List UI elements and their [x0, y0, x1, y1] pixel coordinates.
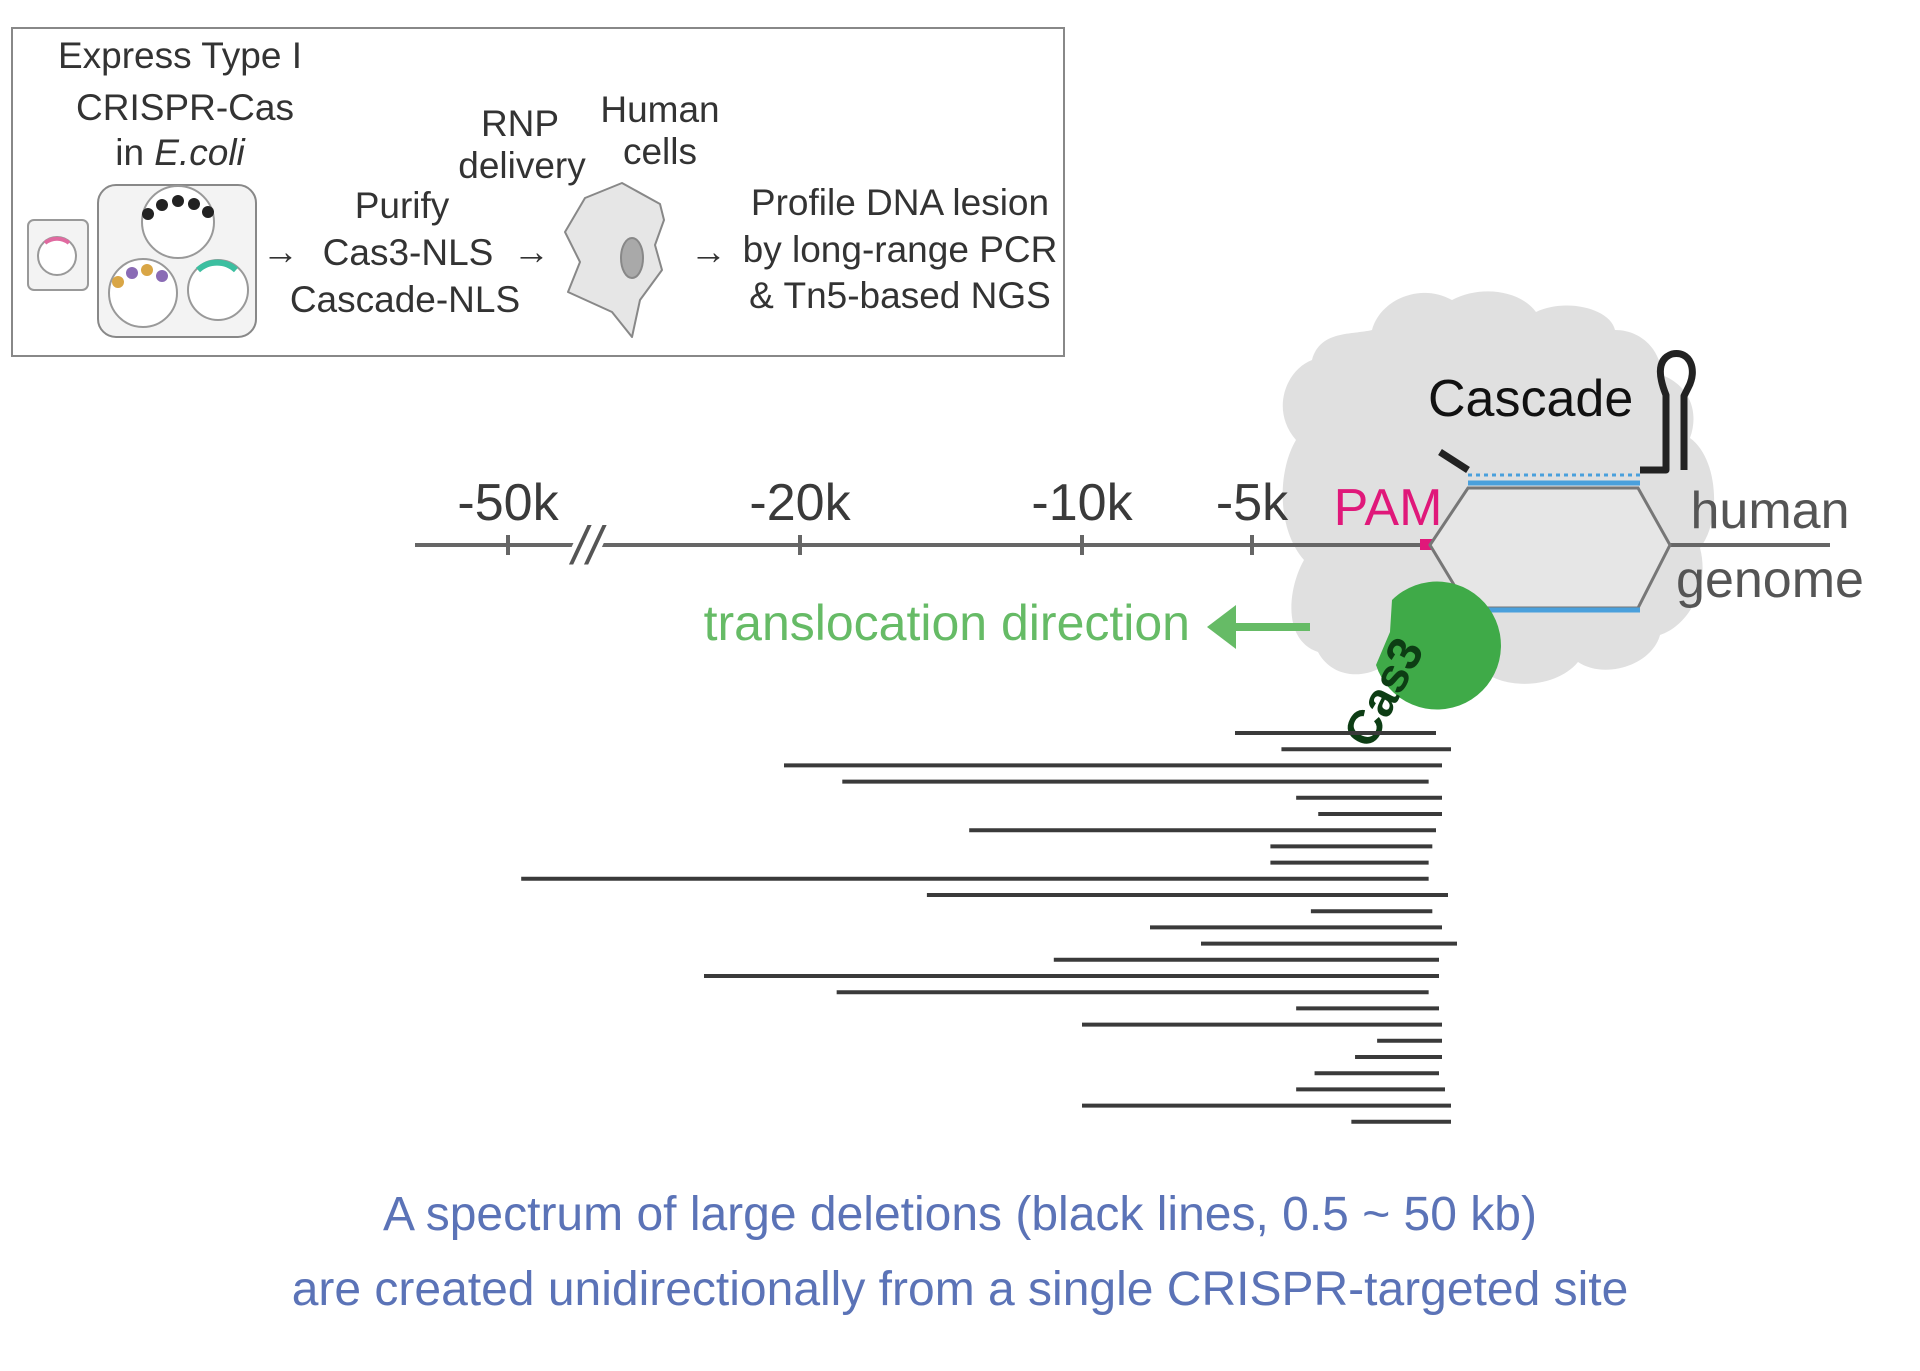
ecoli-cell-icon [97, 184, 257, 338]
caption-line2: are created unidirectionally from a sing… [292, 1263, 1629, 1316]
profile-line2: by long-range PCR [743, 229, 1058, 270]
tick-labels: -50k -20k -10k -5k [457, 474, 1289, 532]
direction-arrow-head [1207, 605, 1236, 649]
arrow-3: → [690, 231, 727, 272]
tick-label: -5k [1216, 474, 1289, 532]
purify-line3: Cascade-NLS [290, 279, 520, 320]
human-line2: cells [623, 131, 697, 172]
caption-line1: A spectrum of large deletions (black lin… [383, 1188, 1537, 1241]
deletion-lines [521, 731, 1457, 1124]
express-line3: in E.coli [115, 132, 246, 173]
rnp-line1: RNP [481, 103, 559, 144]
arrow-2: → [513, 231, 550, 272]
plasmid-icon [27, 219, 89, 291]
purify-line1: Purify [355, 185, 450, 226]
workflow-panel: Express Type I CRISPR-Cas in E.coli [11, 27, 1065, 357]
profile-line1: Profile DNA lesion [751, 182, 1049, 223]
pam-label: PAM [1334, 479, 1443, 537]
axis-break: // [568, 516, 607, 576]
cas3-shape [1376, 581, 1501, 710]
tick-label: -10k [1031, 474, 1133, 532]
purify-line2: Cas3-NLS [323, 232, 494, 273]
crrna-hairpin [1640, 350, 1696, 474]
arrow-1: → [262, 231, 299, 272]
crrna-stem [1438, 449, 1470, 473]
human-line1: Human [600, 89, 719, 130]
genome-label-line2: genome [1676, 551, 1864, 609]
tick-label: -50k [457, 474, 559, 532]
express-line3-prefix: in [115, 132, 154, 173]
express-line1: Express Type I [58, 35, 302, 76]
direction-label: translocation direction [704, 595, 1190, 651]
human-cell-icon [564, 182, 665, 338]
tick-label: -20k [749, 474, 851, 532]
cascade-label: Cascade [1428, 370, 1633, 428]
rnp-line2: delivery [458, 145, 586, 186]
profile-line3: & Tn5-based NGS [749, 275, 1051, 316]
tick-marks [506, 535, 1254, 555]
express-line2: CRISPR-Cas [76, 87, 294, 128]
express-line3-italic: E.coli [154, 132, 246, 173]
genome-label-line1: human [1691, 482, 1850, 540]
translocation-indicator: translocation direction [704, 595, 1310, 651]
